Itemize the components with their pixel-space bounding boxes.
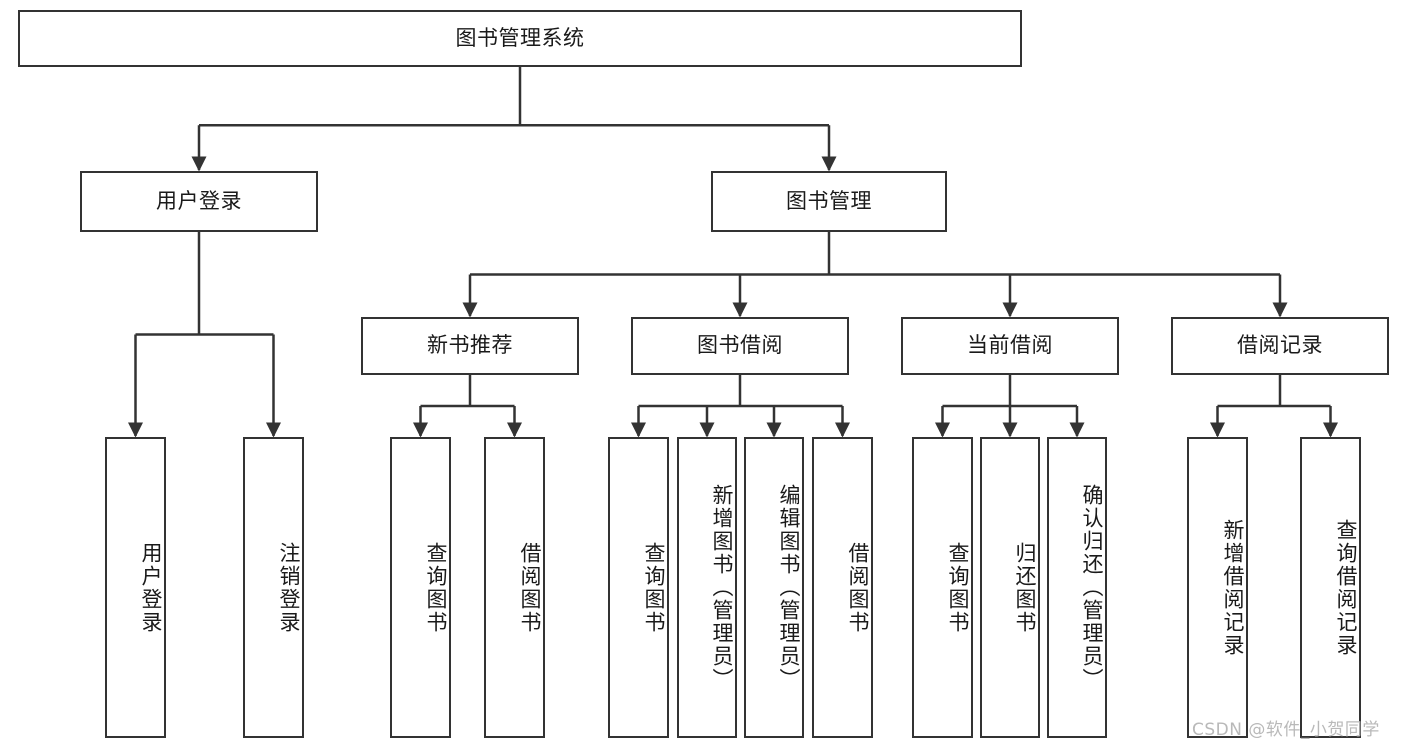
node-current-borrow[interactable]: 当前借阅 xyxy=(901,317,1119,375)
node-root[interactable]: 图书管理系统 xyxy=(18,10,1022,67)
node-leaf-4[interactable]: 借阅图书 xyxy=(484,437,545,738)
node-label: 图书管理 xyxy=(786,188,872,213)
node-leaf-12[interactable]: 新增借阅记录 xyxy=(1187,437,1248,738)
node-label: 图书管理系统 xyxy=(455,25,585,50)
node-label: 确认归还（管理员） xyxy=(1080,484,1104,691)
node-label: 图书借阅 xyxy=(697,333,783,358)
watermark-text: CSDN @软件_小贺同学 xyxy=(1192,720,1380,740)
node-label: 新增借阅记录 xyxy=(1221,518,1245,657)
node-label: 新增图书（管理员） xyxy=(710,484,734,691)
node-label: 借阅图书 xyxy=(846,541,870,634)
node-leaf-3[interactable]: 查询图书 xyxy=(390,437,451,738)
node-leaf-5[interactable]: 查询图书 xyxy=(608,437,669,738)
node-leaf-8[interactable]: 借阅图书 xyxy=(812,437,873,738)
node-leaf-9[interactable]: 查询图书 xyxy=(912,437,973,738)
node-label: 当前借阅 xyxy=(967,333,1053,358)
node-user-login[interactable]: 用户登录 xyxy=(80,171,318,232)
node-label: 注销登录 xyxy=(277,541,301,634)
node-borrow-record[interactable]: 借阅记录 xyxy=(1171,317,1389,375)
node-label: 查询图书 xyxy=(642,541,666,634)
node-label: 查询图书 xyxy=(424,541,448,634)
node-label: 编辑图书（管理员） xyxy=(777,484,801,691)
node-leaf-10[interactable]: 归还图书 xyxy=(980,437,1040,738)
node-label: 新书推荐 xyxy=(427,333,513,358)
node-book-admin[interactable]: 图书管理 xyxy=(711,171,947,232)
node-leaf-2[interactable]: 注销登录 xyxy=(243,437,304,738)
node-leaf-6[interactable]: 新增图书（管理员） xyxy=(677,437,737,738)
node-leaf-13[interactable]: 查询借阅记录 xyxy=(1300,437,1361,738)
node-new-book-rec[interactable]: 新书推荐 xyxy=(361,317,579,375)
node-leaf-7[interactable]: 编辑图书（管理员） xyxy=(744,437,804,738)
node-leaf-11[interactable]: 确认归还（管理员） xyxy=(1047,437,1107,738)
node-label: 用户登录 xyxy=(139,541,163,634)
node-label: 借阅图书 xyxy=(518,541,542,634)
node-label: 查询借阅记录 xyxy=(1334,518,1358,657)
node-label: 归还图书 xyxy=(1013,541,1037,634)
edges-group xyxy=(128,67,1338,438)
node-label: 借阅记录 xyxy=(1237,333,1323,358)
node-label: 用户登录 xyxy=(156,188,242,213)
node-leaf-1[interactable]: 用户登录 xyxy=(105,437,166,738)
node-label: 查询图书 xyxy=(946,541,970,634)
node-book-borrow[interactable]: 图书借阅 xyxy=(631,317,849,375)
